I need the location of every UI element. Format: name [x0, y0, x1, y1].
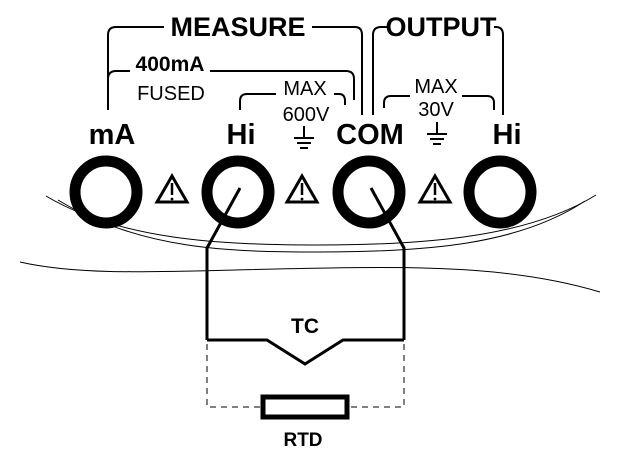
terminal-label-output-hi: Hi — [493, 119, 522, 151]
rtd-resistor — [260, 394, 350, 420]
ground-icon — [294, 126, 314, 149]
output-bracket — [372, 26, 504, 115]
warning-triangle-icon — [417, 172, 453, 204]
measure-label: MEASURE — [170, 12, 305, 42]
rtd-label: RTD — [283, 430, 322, 451]
terminal-jack-com — [332, 155, 406, 229]
thermocouple-junction — [207, 338, 404, 366]
output-max-bracket — [383, 95, 495, 110]
warning-triangle-icon — [154, 172, 190, 204]
rtd-dashed-leads — [206, 344, 405, 408]
ground-icon — [427, 122, 447, 145]
panel-outline — [19, 194, 601, 293]
terminal-jack-ma — [69, 155, 143, 229]
warning-triangle-icon — [284, 172, 320, 204]
tc-label: TC — [291, 315, 319, 338]
terminal-label-com: COM — [336, 119, 404, 151]
measure-max-label: MAX — [283, 78, 326, 100]
output-label: OUTPUT — [386, 12, 498, 42]
measure-max-bracket — [239, 93, 346, 110]
terminal-jack-output-hi — [463, 155, 537, 229]
measure-max-voltage: 600V — [283, 104, 330, 126]
output-max-voltage: 30V — [418, 99, 454, 121]
terminal-label-ma: mA — [89, 119, 136, 151]
ma-current-rating: 400mA — [136, 53, 205, 76]
thermocouple-leads — [205, 187, 406, 340]
ma-rating-bracket — [107, 70, 355, 100]
measure-bracket — [107, 26, 363, 115]
terminal-label-measure-hi: Hi — [227, 119, 256, 151]
output-max-label: MAX — [414, 76, 457, 98]
ma-fused-label: FUSED — [137, 83, 205, 105]
